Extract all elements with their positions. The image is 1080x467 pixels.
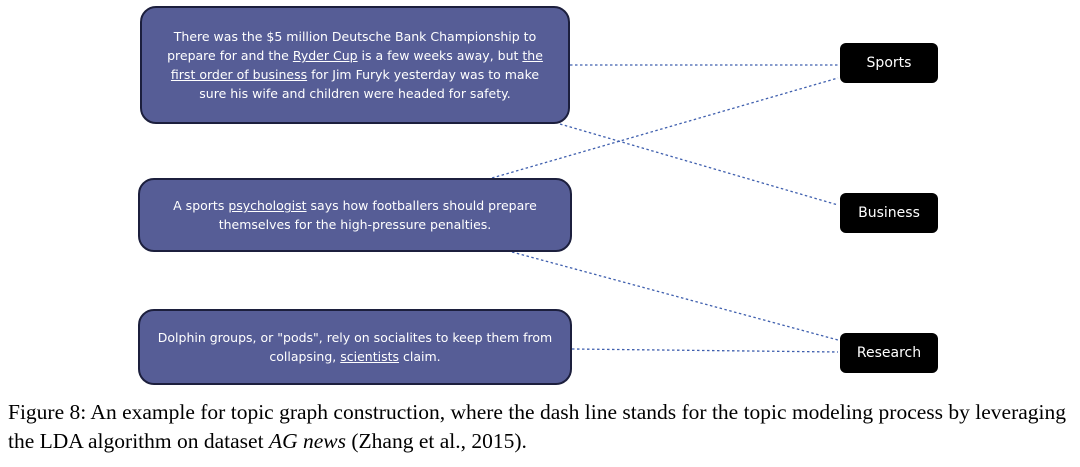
document-underlined-phrase: the first order of business <box>170 48 543 82</box>
document-text-2: A sports psychologist says how footballe… <box>156 196 554 234</box>
document-text-1: There was the $5 million Deutsche Bank C… <box>158 27 552 103</box>
document-text-run: for Jim Furyk yesterday was to make sure… <box>199 67 540 101</box>
edge-doc1-business <box>559 123 839 206</box>
document-underlined-phrase: Ryder Cup <box>292 48 358 63</box>
document-text-run: is a few weeks away, but <box>357 48 523 63</box>
caption-text-run: Figure 8: An example for topic graph con… <box>8 400 1067 453</box>
document-node-3: Dolphin groups, or "pods", rely on socia… <box>138 309 572 385</box>
document-underlined-phrase: psychologist <box>228 198 307 213</box>
document-text-run: says how footballers should prepare them… <box>218 198 537 232</box>
edge-doc2-research <box>511 251 839 341</box>
document-text-run: Dolphin groups, or "pods", rely on socia… <box>157 330 553 364</box>
edge-doc3-research <box>571 348 839 353</box>
topic-node-sports: Sports <box>840 43 938 83</box>
document-text-run: There was the $5 million Deutsche Bank C… <box>167 29 537 63</box>
topic-graph-diagram: There was the $5 million Deutsche Bank C… <box>138 6 938 385</box>
figure-caption: Figure 8: An example for topic graph con… <box>8 398 1076 456</box>
topic-node-research: Research <box>840 333 938 373</box>
document-underlined-phrase: scientists <box>340 349 400 364</box>
document-text-3: Dolphin groups, or "pods", rely on socia… <box>156 328 554 366</box>
topic-node-business: Business <box>840 193 938 233</box>
document-node-1: There was the $5 million Deutsche Bank C… <box>140 6 570 124</box>
document-node-2: A sports psychologist says how footballe… <box>138 178 572 252</box>
caption-text-run: (Zhang et al., 2015). <box>345 429 527 453</box>
edge-layer <box>491 64 839 353</box>
caption-italic-phrase: AG news <box>268 429 346 453</box>
document-text-run: claim. <box>399 349 441 364</box>
document-text-run: A sports <box>173 198 229 213</box>
edge-doc2-sports <box>491 77 839 179</box>
